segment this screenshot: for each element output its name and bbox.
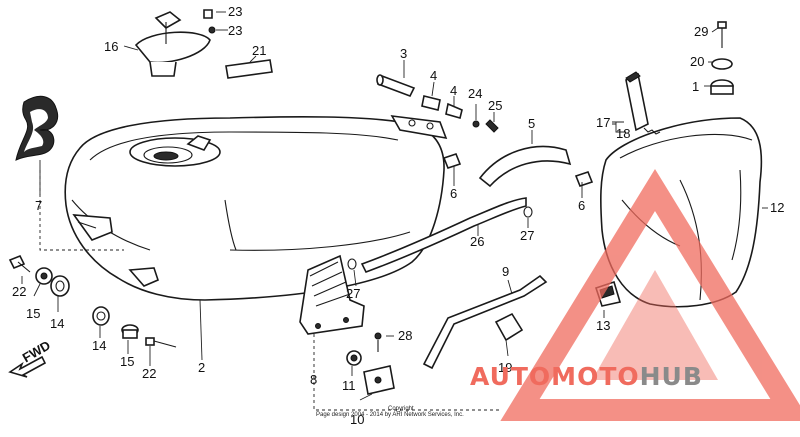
bolt-part-29 [717, 21, 727, 48]
callout-16: 16 [104, 39, 118, 54]
callout-1: 1 [692, 79, 699, 94]
callout-22b: 22 [142, 366, 156, 381]
spring-part-18 [643, 127, 661, 135]
callout-2: 2 [198, 360, 205, 375]
callout-5: 5 [528, 116, 535, 131]
callout-17: 17 [596, 115, 610, 130]
callout-23b: 23 [228, 23, 242, 38]
decal-part-7 [15, 95, 58, 161]
brand-text-automoto: AUTOMOTOHUB [470, 362, 703, 391]
brand-part-2: HUB [640, 362, 703, 391]
grommet-part-14-left [50, 275, 70, 297]
callout-24: 24 [468, 86, 482, 101]
collar-part-15-left [35, 267, 53, 285]
leader-lines [21, 11, 768, 411]
brand-part-1: AUTOMOTO [470, 362, 640, 391]
callout-4a: 4 [430, 68, 437, 83]
rod-part-9 [422, 274, 548, 370]
callout-15a: 15 [26, 306, 40, 321]
hose-part-26 [360, 197, 527, 273]
bolt-part-28 [374, 332, 382, 352]
copyright-line-2: Page design 2004 - 2014 by ARI Network S… [316, 412, 464, 418]
callout-15b: 15 [120, 354, 134, 369]
callout-27b: 27 [346, 286, 360, 301]
washer-part-23 [208, 26, 216, 34]
grommet-part-1 [710, 79, 734, 95]
valve-part-17 [625, 71, 649, 132]
callout-21: 21 [252, 43, 266, 58]
washer-part-20 [711, 58, 733, 70]
callout-28: 28 [398, 328, 412, 343]
clip-part-25 [485, 119, 499, 133]
warning-triangle-icon [500, 168, 800, 421]
callout-4b: 4 [450, 83, 457, 98]
callout-12: 12 [770, 200, 784, 215]
callout-8: 8 [310, 372, 317, 387]
clip-part-27-left [347, 258, 357, 270]
bolt-part-22-left [8, 254, 31, 273]
callout-3: 3 [400, 46, 407, 61]
collar-part-15-bottom [121, 324, 139, 339]
callout-25: 25 [488, 98, 502, 113]
hose-part-5 [478, 145, 572, 188]
nut-part-24 [472, 120, 480, 128]
bolt-part-23 [203, 9, 213, 19]
bolt-part-22-bottom [145, 337, 177, 348]
forward-arrow-icon [8, 355, 47, 378]
callout-7: 7 [35, 198, 42, 213]
clamp-part-6-right [574, 171, 594, 187]
clip-part-27-right [523, 206, 533, 218]
callout-26: 26 [470, 234, 484, 249]
callout-19: 19 [498, 360, 512, 375]
label-part-21 [225, 59, 273, 79]
callout-22a: 22 [12, 284, 26, 299]
callout-6b: 6 [578, 198, 585, 213]
callout-29: 29 [694, 24, 708, 39]
nut-part-11 [346, 350, 362, 366]
callout-13: 13 [596, 318, 610, 333]
grommet-part-14-bottom [92, 306, 110, 326]
fuel-tank [64, 115, 448, 301]
cover-part-19 [494, 312, 524, 342]
callout-9: 9 [502, 264, 509, 279]
callout-14a: 14 [50, 316, 64, 331]
clamp-part-6-left [442, 153, 462, 169]
bracket-part-10 [363, 365, 395, 395]
copyright-line-1: Copyright [388, 406, 414, 412]
callout-14b: 14 [92, 338, 106, 353]
bracket-part-8 [299, 254, 365, 335]
callout-18: 18 [616, 126, 630, 141]
callout-23a: 23 [228, 4, 242, 19]
tube-part-3 [376, 74, 416, 98]
fuel-cap-part-16 [134, 11, 211, 77]
collar-part-4-b [445, 102, 463, 119]
callout-10: 10 [350, 412, 364, 427]
callout-11: 11 [342, 378, 356, 393]
collar-part-4-a [421, 95, 441, 111]
callout-27a: 27 [520, 228, 534, 243]
automotohub-logo: AUTOMOTOHUB [470, 168, 800, 421]
callout-6a: 6 [450, 186, 457, 201]
callout-20: 20 [690, 54, 704, 69]
